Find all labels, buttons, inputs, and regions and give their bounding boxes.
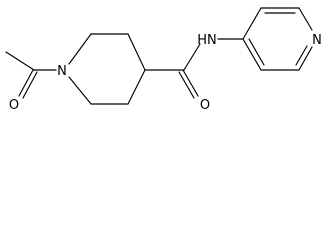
bond-py-n-c6: [298, 46, 313, 71]
bond-amide-co-2: [178, 71, 195, 99]
bond-carbonyl-o-1: [18, 69, 34, 97]
bond-amide-c-n: [183, 43, 201, 71]
bond-py-n-c6-inner: [295, 45, 308, 66]
bond-py-c4-c3: [242, 7, 262, 40]
bond-py-c2-n: [298, 7, 313, 31]
bond-ring-n-c2: [68, 33, 92, 65]
bond-ring-c3-c4: [127, 33, 146, 71]
ring-nitrogen-label: N: [57, 64, 67, 79]
bond-amide-co-1: [182, 69, 199, 97]
bond-py-c5-c4: [242, 38, 262, 71]
amide-oxygen-label: O: [200, 98, 210, 113]
pyridine-nitrogen-label: N: [312, 33, 322, 48]
bond-carbonyl-o-2: [22, 71, 38, 99]
chemical-structure: N O O HN N: [5, 7, 322, 113]
ketone-oxygen-label: O: [9, 98, 19, 113]
amide-nh-label: HN: [197, 33, 217, 48]
bond-ring-c4-c5: [127, 69, 146, 105]
bond-py-c5-c4-inner: [248, 38, 265, 66]
bond-methyl-carbonyl: [5, 51, 35, 71]
bond-ring-c6-n: [68, 76, 92, 105]
